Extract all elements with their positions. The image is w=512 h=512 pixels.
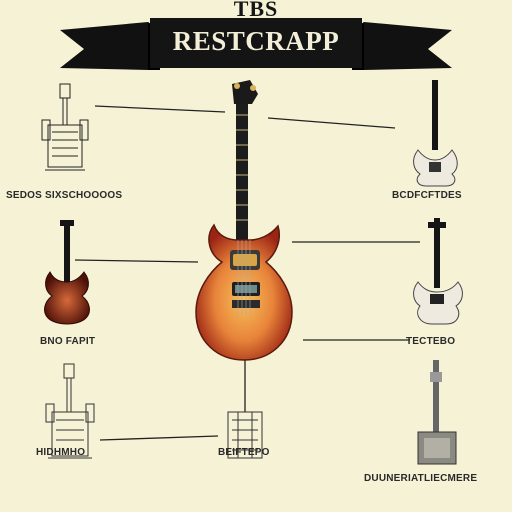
caption-right-mid: TECTEBO [406, 336, 456, 347]
connector-left-mid [74, 259, 199, 263]
left-bottom-guitar-sketch [45, 363, 95, 459]
right-mid-guitar-illustration [413, 218, 463, 325]
left-top-guitar-sketch [41, 83, 89, 171]
caption-left-mid: BNO FAPIT [40, 336, 96, 347]
connector-right-top [267, 117, 396, 129]
caption-center-bottom: BEIFTEPO [218, 447, 270, 458]
caption-left-bottom: HIDHMHO [36, 447, 86, 458]
center-guitar-illustration [195, 80, 293, 361]
left-mid-guitar-illustration [44, 220, 90, 325]
caption-right-bottom: DUUNERIATLIECMERE [364, 473, 478, 484]
connector-left-top [94, 105, 226, 113]
right-bottom-guitar-sketch [417, 360, 457, 465]
ribbon-banner [60, 18, 452, 70]
top-heading-text: TBS [233, 0, 279, 21]
center-bottom-guitar-sketch [227, 411, 263, 459]
connector-lines [74, 105, 420, 441]
right-top-guitar-illustration [413, 80, 458, 187]
caption-left-top: SEDOS SIXSCHOOOOS [6, 190, 123, 201]
caption-right-top: BCDFCFTDES [392, 190, 462, 201]
banner-title: RESTCRAPP [172, 26, 340, 56]
connector-left-bottom [99, 435, 219, 441]
